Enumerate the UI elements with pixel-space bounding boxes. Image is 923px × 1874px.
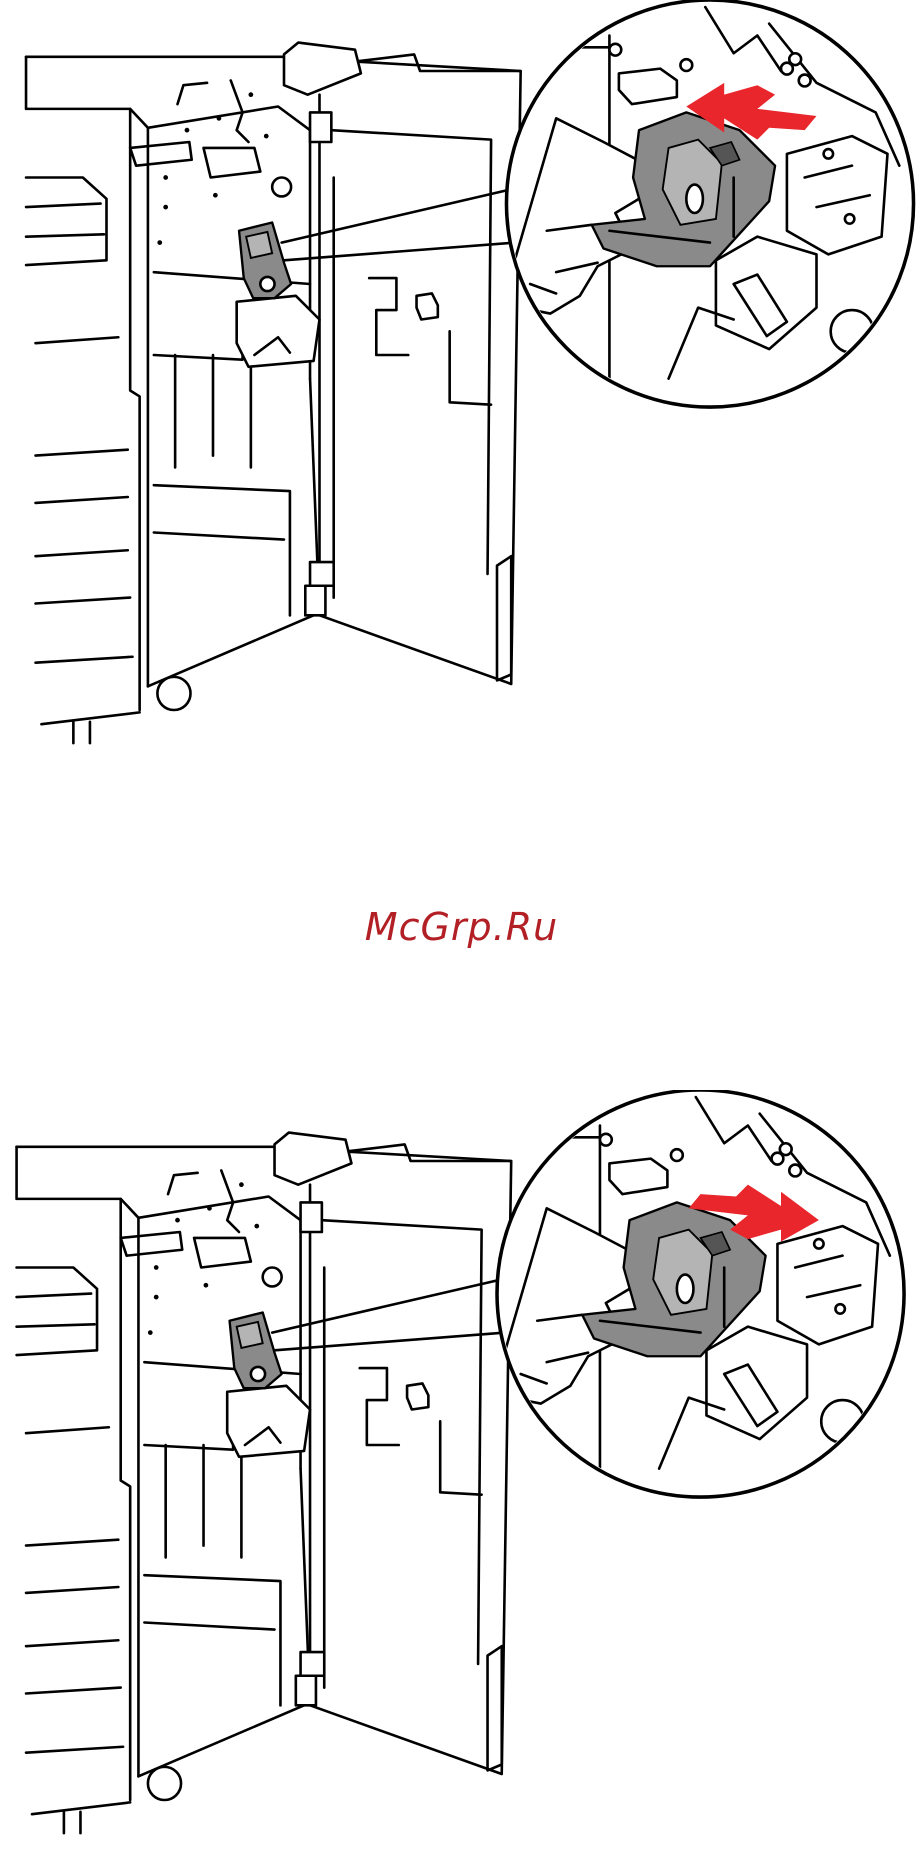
watermark: McGrp.Ru [0, 905, 923, 949]
stapler-insertion-illustration [0, 1090, 923, 1874]
watermark-text: McGrp.Ru [365, 905, 558, 949]
figure-bottom [0, 1090, 923, 1874]
figure-top [0, 0, 923, 770]
stapler-removal-illustration [0, 0, 923, 770]
